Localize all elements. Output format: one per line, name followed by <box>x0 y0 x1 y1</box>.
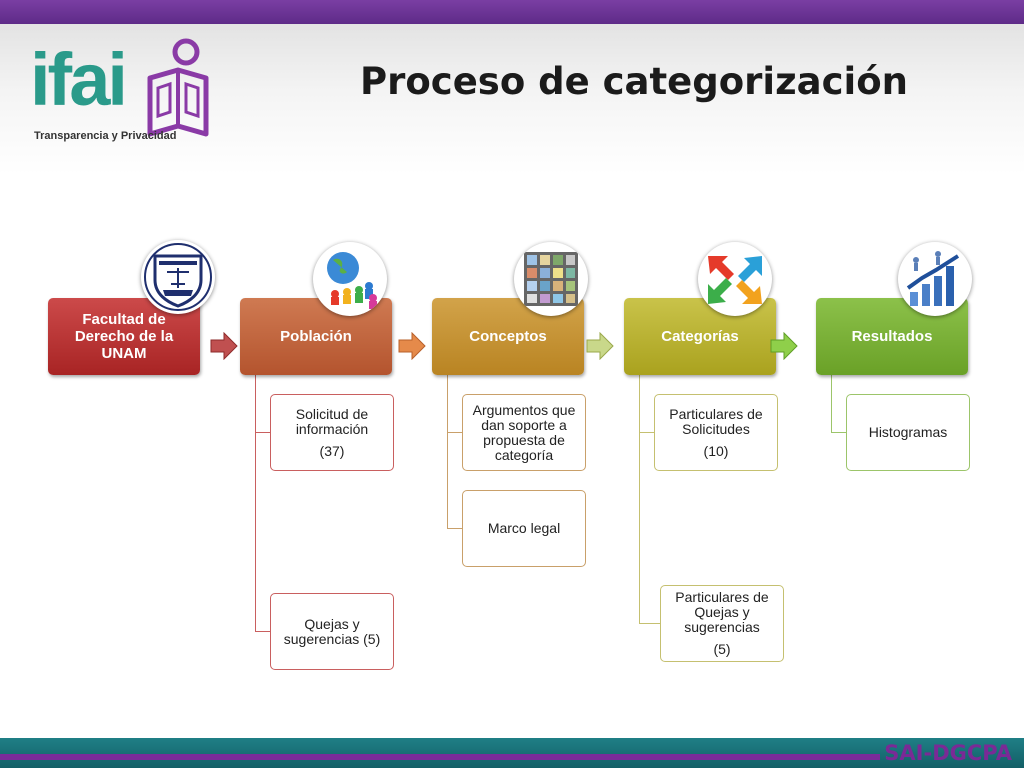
resultados-item-histogramas: Histogramas <box>846 394 970 471</box>
step-label: Población <box>280 328 352 345</box>
item-text: Quejas y sugerencias (5) <box>283 615 381 647</box>
arrow-right-icon <box>210 332 238 360</box>
poblacion-item-solicitud: Solicitud de información (37) <box>270 394 394 471</box>
conceptos-item-argumentos: Argumentos que dan soporte a propuesta d… <box>462 394 586 471</box>
item-count: (37) <box>319 442 345 459</box>
footer-label: SAI-DGCPA <box>884 741 1012 765</box>
unam-seal-icon <box>141 240 215 314</box>
conceptos-connector <box>447 432 462 433</box>
book-person-icon <box>140 38 220 149</box>
step-label: Resultados <box>851 328 933 345</box>
resultados-connector <box>831 432 846 433</box>
item-text: Solicitud de información <box>295 405 369 437</box>
item-text: Particulares de Quejas y sugerencias <box>675 589 769 635</box>
step-label: Conceptos <box>469 328 547 345</box>
globe-people-icon <box>313 242 387 316</box>
logo-wordmark: ifai <box>30 38 128 121</box>
step-label: Categorías <box>661 328 739 345</box>
item-text: Marco legal <box>487 520 561 536</box>
item-count: (10) <box>703 442 729 459</box>
item-text: Argumentos que dan soporte a propuesta d… <box>472 401 576 463</box>
conceptos-connector <box>447 528 462 529</box>
item-text: Particulares de Solicitudes <box>669 405 763 437</box>
step-facultad: Facultad de Derecho de la UNAM <box>48 298 200 375</box>
converging-arrows-icon <box>698 242 772 316</box>
item-count: (5) <box>713 641 731 657</box>
categorias-connector <box>639 375 640 624</box>
growth-chart-icon <box>898 242 972 316</box>
logo-tagline: Transparencia y Privacidad <box>34 130 177 142</box>
step-categorias: Categorías <box>624 298 776 375</box>
arrow-right-icon <box>770 332 798 360</box>
categorias-connector <box>639 623 660 624</box>
conceptos-connector <box>447 375 448 529</box>
image-grid-icon <box>514 242 588 316</box>
conceptos-item-marco-legal: Marco legal <box>462 490 586 567</box>
arrow-right-icon <box>398 332 426 360</box>
step-label: Facultad de Derecho de la UNAM <box>74 311 174 362</box>
poblacion-item-quejas: Quejas y sugerencias (5) <box>270 593 394 670</box>
resultados-connector <box>831 375 832 432</box>
footer-accent-line <box>0 754 880 760</box>
ifai-logo: ifai Transparencia y Privacidad <box>30 38 220 148</box>
categorias-connector <box>639 432 654 433</box>
top-bar <box>0 0 1024 24</box>
categorias-item-solicitudes: Particulares de Solicitudes (10) <box>654 394 778 471</box>
arrow-right-icon <box>586 332 614 360</box>
categorias-item-quejas: Particulares de Quejas y sugerencias (5) <box>660 585 784 662</box>
slide-title: Proceso de categorización <box>360 60 908 103</box>
poblacion-connector <box>255 375 256 632</box>
poblacion-connector <box>255 432 270 433</box>
poblacion-connector <box>255 631 270 632</box>
footer-bar <box>0 738 1024 768</box>
item-text: Histogramas <box>868 424 948 440</box>
